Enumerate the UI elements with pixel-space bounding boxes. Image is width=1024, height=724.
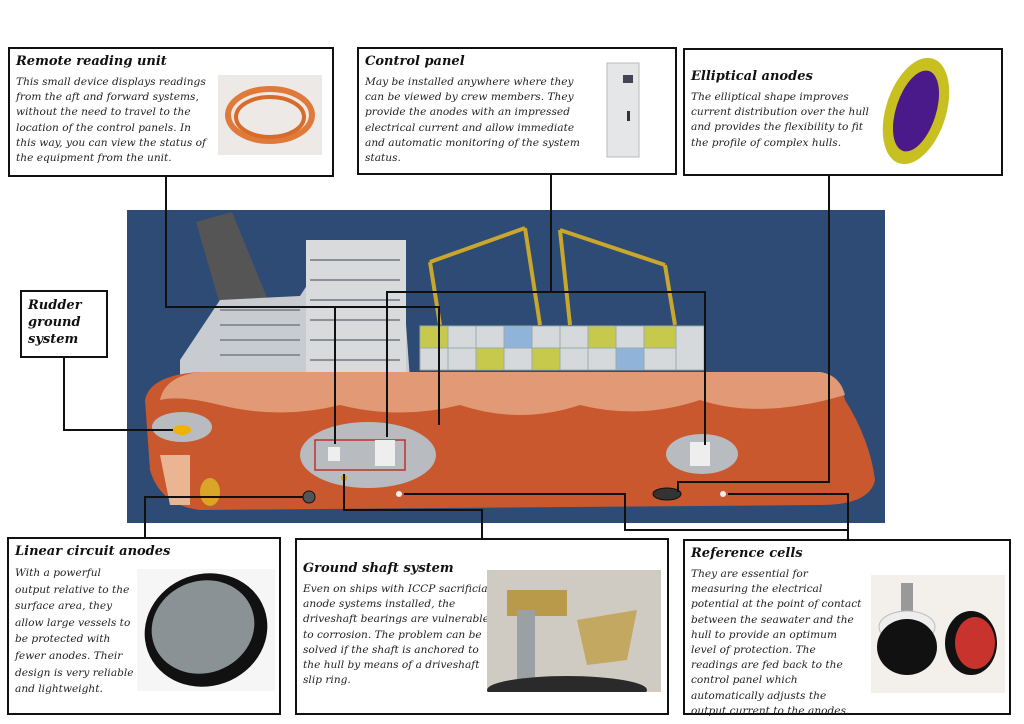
callout-title: Ground shaft system [303, 561, 454, 576]
callout-remote-reading-unit: Remote reading unit This small device di… [8, 47, 334, 177]
superstructure [180, 240, 410, 390]
cable-coil-image [218, 75, 322, 155]
callout-reference-cells: Reference cells They are essential for m… [683, 539, 1011, 717]
elliptical-anode-image [882, 57, 950, 165]
callout-text: They are essential for measuring the ele… [691, 568, 862, 717]
callout-control-panel: Control panel May be installed anywhere … [357, 47, 677, 175]
reference-cell-fwd [720, 491, 726, 497]
callout-title: Linear circuit anodes [15, 544, 171, 559]
callout-text: Even on ships with ICCP sacrificial anod… [303, 583, 492, 687]
callout-text: This small device displays readings from… [16, 76, 206, 165]
reference-cell-aft [396, 491, 402, 497]
funnel [196, 212, 268, 312]
slip-ring-image [487, 570, 661, 692]
callout-text: With a powerful output relative to the s… [15, 567, 134, 696]
callout-elliptical-anodes: Elliptical anodes The elliptical shape i… [683, 48, 1003, 176]
callout-title: Remote reading unit [16, 54, 167, 69]
callout-ground-shaft-system: Ground shaft system Even on ships with I… [295, 538, 669, 715]
callout-text: May be installed anywhere where they can… [365, 76, 580, 165]
callout-linear-circuit-anodes: Linear circuit anodes With a powerful ou… [7, 537, 281, 715]
callout-title: Rudder ground system [28, 298, 82, 347]
callout-title: Reference cells [691, 546, 803, 561]
propeller [200, 478, 220, 506]
linear-anode-image [137, 569, 275, 691]
engine-room-cutaway [300, 422, 436, 488]
reference-cell-image [871, 575, 1005, 693]
control-panel-image [606, 62, 640, 158]
callout-title: Elliptical anodes [691, 69, 813, 84]
linear-anode-marker [302, 490, 316, 504]
callout-title: Control panel [365, 54, 465, 69]
elliptical-anode-marker [652, 487, 682, 501]
callout-text: The elliptical shape improves current di… [691, 91, 869, 149]
containers [419, 325, 705, 371]
rudder [160, 455, 190, 505]
cranes [428, 226, 677, 326]
callout-rudder-ground-system: Rudder ground system [20, 290, 108, 358]
connector-lines [63, 174, 849, 539]
